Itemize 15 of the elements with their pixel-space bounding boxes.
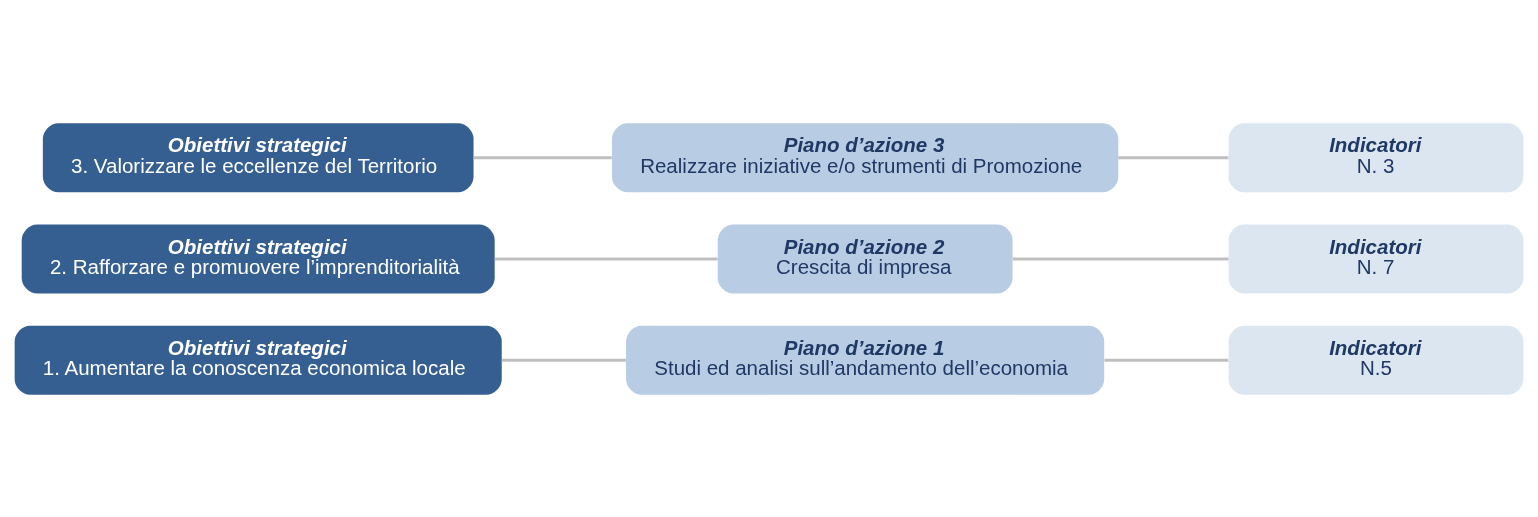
node-box: Indicatori N. 3 bbox=[1228, 122, 1524, 192]
connector bbox=[1118, 155, 1229, 159]
node-box: Indicatori N. 7 bbox=[1228, 223, 1524, 294]
connector bbox=[1012, 256, 1229, 261]
connector bbox=[473, 155, 612, 159]
node-box: Indicatori N.5 bbox=[1228, 325, 1524, 395]
node-box: Piano d’azione 1 Studi ed analisi sull’andamento dell’economia bbox=[626, 325, 1105, 395]
node-box: Piano d’azione 2 Crescita di impresa bbox=[717, 223, 1013, 294]
connector bbox=[1104, 358, 1229, 362]
node-box: Obiettivi strategici 1. Aumentare la conoscenza economica locale bbox=[14, 325, 502, 395]
node-box: Piano d’azione 3 Realizzare iniziative e/o strumenti di Promozione bbox=[612, 122, 1119, 192]
node-box: Obiettivi strategici 3. Valorizzare le eccellenze del Territorio bbox=[42, 122, 474, 192]
node-box: Obiettivi strategici 2. Rafforzare e promuovere l’imprenditorialità bbox=[21, 223, 495, 294]
connector bbox=[494, 256, 718, 261]
connector bbox=[501, 358, 626, 362]
